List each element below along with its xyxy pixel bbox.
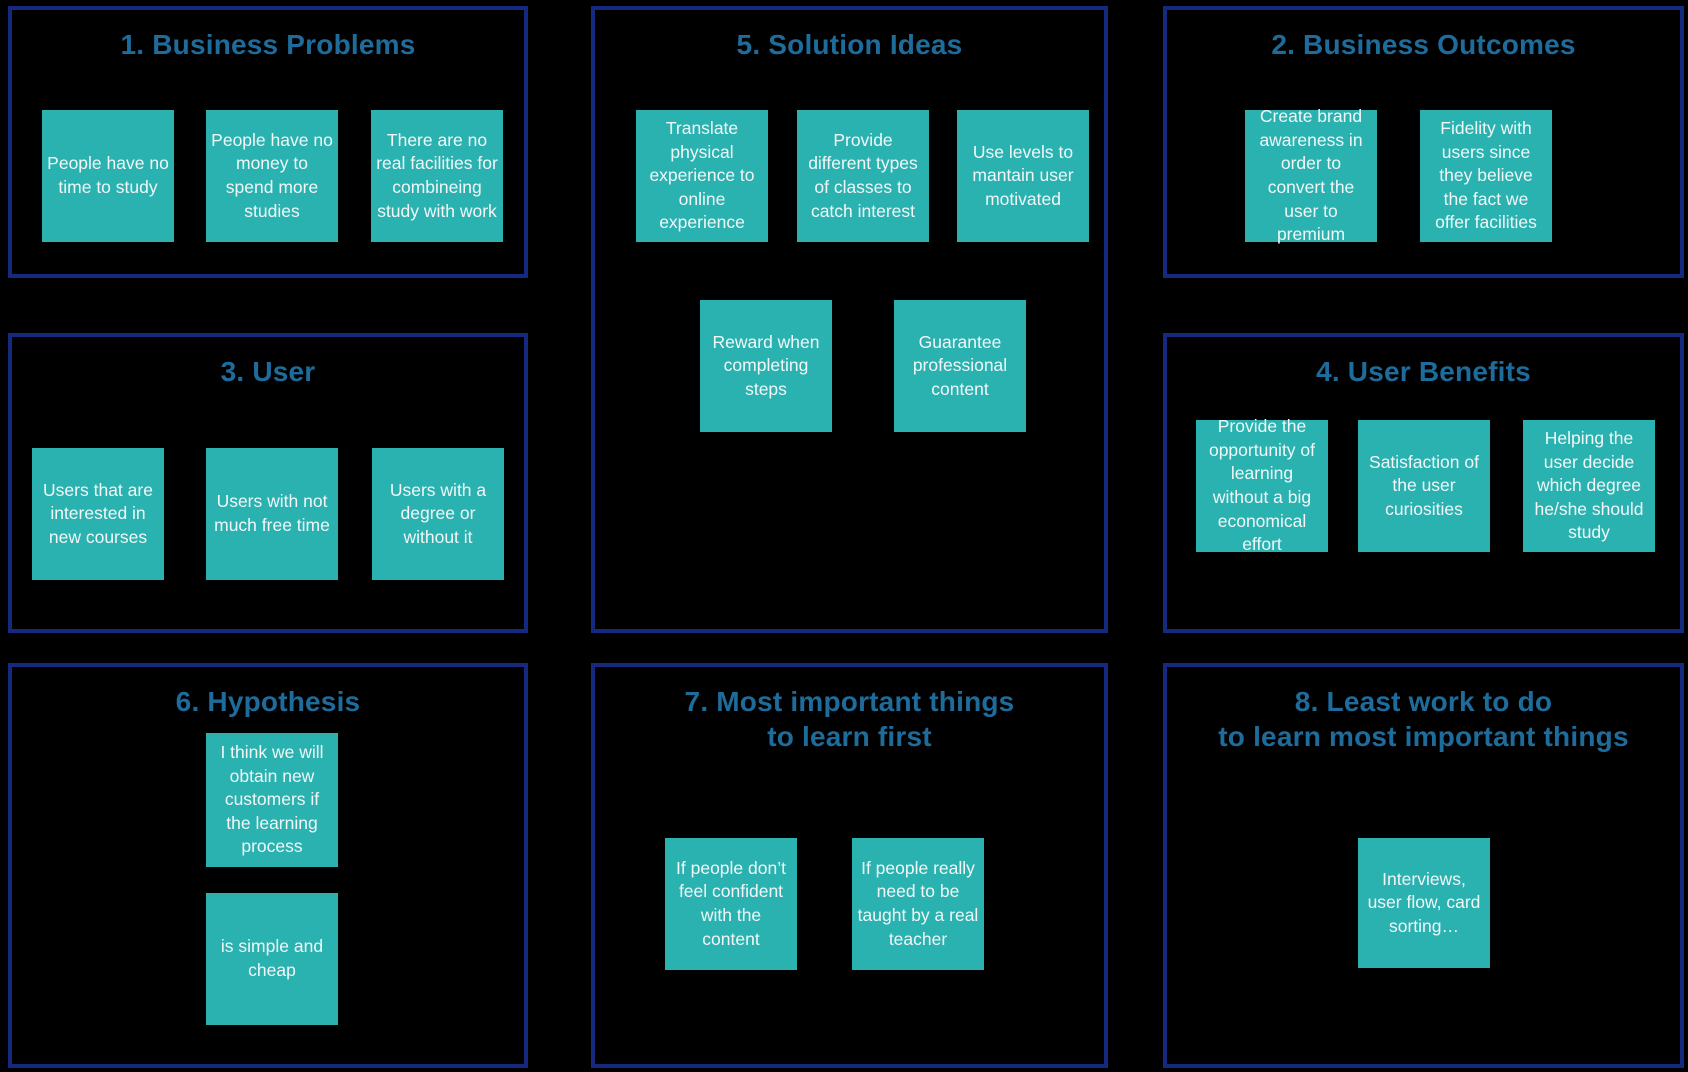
sticky-note[interactable]: Reward when completing steps [700, 300, 832, 432]
sticky-note[interactable]: Helping the user decide which degree he/… [1523, 420, 1655, 552]
section-title: 2. Business Outcomes [1271, 29, 1576, 60]
section-hypothesis: 6. Hypothesis I think we will obtain new… [8, 663, 528, 1068]
section-business-outcomes: 2. Business Outcomes Create brand awaren… [1163, 6, 1684, 278]
sticky-note[interactable]: If people really need to be taught by a … [852, 838, 984, 970]
sticky-note[interactable]: Guarantee professional content [894, 300, 1026, 432]
sticky-note[interactable]: Interviews, user flow, card sorting… [1358, 838, 1490, 968]
sticky-note[interactable]: There are no real facilities for combine… [371, 110, 503, 242]
sticky-note[interactable]: Satisfaction of the user curiosities [1358, 420, 1490, 552]
sticky-note[interactable]: People have no time to study [42, 110, 174, 242]
section-title: 8. Least work to do to learn most import… [1218, 686, 1629, 752]
sticky-note[interactable]: Users with not much free time [206, 448, 338, 580]
section-user-benefits: 4. User Benefits Provide the opportunity… [1163, 333, 1684, 633]
sticky-note[interactable]: Users with a degree or without it [372, 448, 504, 580]
section-title: 6. Hypothesis [175, 686, 361, 717]
section-title: 7. Most important things to learn first [684, 686, 1015, 752]
section-title: 5. Solution Ideas [736, 29, 963, 60]
section-title: 3. User [220, 356, 316, 387]
sticky-note[interactable]: Use levels to mantain user motivated [957, 110, 1089, 242]
sticky-note[interactable]: Translate physical experience to online … [636, 110, 768, 242]
section-least-work-to-do: 8. Least work to do to learn most import… [1163, 663, 1684, 1068]
sticky-note[interactable]: Provide the opportunity of learning with… [1196, 416, 1328, 554]
sticky-note[interactable]: Fidelity with users since they believe t… [1420, 110, 1552, 242]
sticky-note[interactable]: If people don’t feel confident with the … [665, 838, 797, 970]
section-title: 4. User Benefits [1316, 356, 1531, 387]
sticky-note[interactable]: Users that are interested in new courses [32, 448, 164, 580]
sticky-note[interactable]: Create brand awareness in order to conve… [1245, 106, 1377, 244]
section-business-problems: 1. Business Problems People have no time… [8, 6, 528, 278]
section-most-important-things: 7. Most important things to learn first … [591, 663, 1108, 1068]
section-user: 3. User Users that are interested in new… [8, 333, 528, 633]
sticky-note[interactable]: People have no money to spend more studi… [206, 110, 338, 242]
section-title: 1. Business Problems [120, 29, 416, 60]
sticky-note[interactable]: I think we will obtain new customers if … [206, 733, 338, 867]
sticky-note[interactable]: is simple and cheap [206, 893, 338, 1025]
sticky-note[interactable]: Provide different types of classes to ca… [797, 110, 929, 242]
section-solution-ideas: 5. Solution Ideas Translate physical exp… [591, 6, 1108, 633]
